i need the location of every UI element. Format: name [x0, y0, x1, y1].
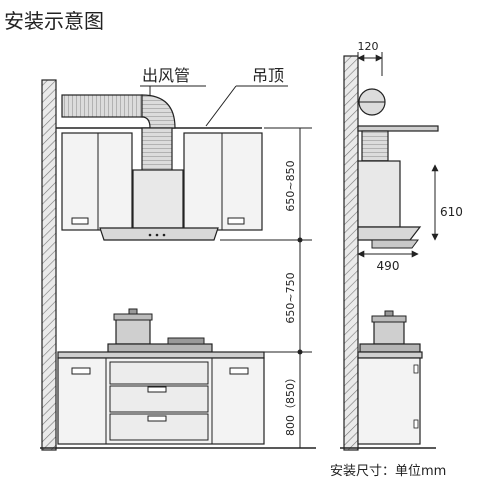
- left-wall: [41, 79, 57, 451]
- drawer-handle: [147, 386, 167, 393]
- duct-vertical: [141, 127, 173, 171]
- duct-vertical-side: [361, 130, 389, 162]
- pot-body-side: [373, 319, 405, 345]
- burner: [167, 337, 205, 345]
- dim-hood-height: 610: [440, 205, 463, 219]
- cabinet-handle: [227, 217, 245, 225]
- cabinet-handle: [71, 367, 91, 375]
- upper-cabinet-right: [183, 132, 263, 231]
- dim-counter-height: 800（850）: [284, 372, 297, 436]
- cooktop: [107, 343, 213, 353]
- diagram-title: 安装示意图: [4, 9, 104, 33]
- hood-canopy: [99, 227, 219, 241]
- hood-button: [148, 233, 152, 237]
- pot-lid-side: [371, 315, 407, 323]
- ceiling-leader: [205, 85, 237, 127]
- duct-horizontal: [61, 94, 143, 118]
- dim-dot: [297, 237, 303, 243]
- hood-canopy-side: [357, 226, 422, 241]
- hood-visor-side: [371, 239, 419, 249]
- upper-cabinet-left: [61, 132, 133, 231]
- cooktop-side: [359, 343, 421, 353]
- countertop: [57, 351, 265, 359]
- pot-lid: [113, 313, 153, 321]
- hood-chimney-side: [357, 160, 401, 228]
- pot-body: [115, 317, 151, 345]
- cabinet-handle: [229, 367, 249, 375]
- cabinet-handle-side: [413, 364, 419, 374]
- ceiling-shelf: [357, 125, 439, 132]
- hood-button: [162, 233, 166, 237]
- unit-note: 安装尺寸：单位mm: [330, 464, 446, 479]
- dim-hood-to-cabinet: 650~850: [284, 160, 297, 211]
- cabinet-handle: [71, 217, 89, 225]
- drawer: [109, 361, 209, 385]
- dim-top-width: 120: [358, 40, 379, 53]
- ceiling-label: 吊顶: [252, 66, 284, 85]
- duct-bend: [141, 94, 176, 129]
- hood-button: [155, 233, 159, 237]
- drawer-handle: [147, 415, 167, 422]
- right-wall: [343, 55, 359, 451]
- dim-hood-depth: 490: [377, 259, 400, 273]
- dim-dot: [297, 349, 303, 355]
- base-cabinet-side: [357, 357, 421, 445]
- dim-counter-to-hood: 650~750: [284, 272, 297, 323]
- hood-chimney: [132, 169, 184, 229]
- cabinet-handle-side: [413, 419, 419, 429]
- duct-label: 出风管: [142, 66, 190, 85]
- countertop-side: [357, 351, 423, 359]
- pot-knob: [128, 308, 138, 315]
- pot-knob-side: [384, 310, 394, 317]
